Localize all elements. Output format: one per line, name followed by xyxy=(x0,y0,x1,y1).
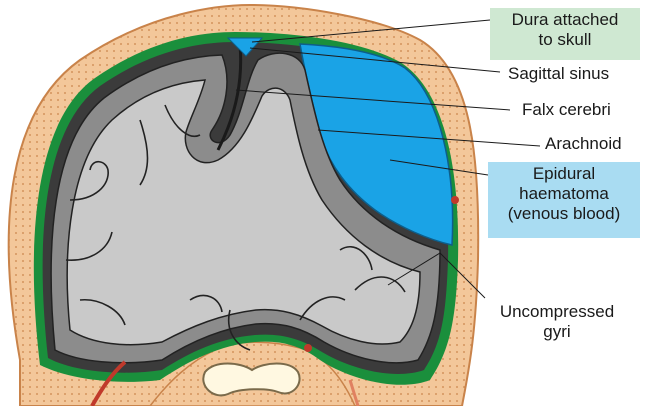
epidural-label-line1: Epidural xyxy=(488,164,640,184)
uncompressed-label-line2: gyri xyxy=(482,322,632,342)
sagittal-sinus-label: Sagittal sinus xyxy=(508,64,609,84)
epidural-label-line2: haematoma xyxy=(488,184,640,204)
vessel-dot xyxy=(304,344,312,352)
uncompressed-gyri-label: Uncompressed gyri xyxy=(482,302,632,342)
dura-label-line1: Dura attached xyxy=(490,10,640,30)
uncompressed-label-line1: Uncompressed xyxy=(482,302,632,322)
dura-label: Dura attached to skull xyxy=(490,10,640,50)
falx-cerebri-label: Falx cerebri xyxy=(522,100,611,120)
epidural-haematoma-label: Epidural haematoma (venous blood) xyxy=(488,164,640,224)
arachnoid-label: Arachnoid xyxy=(545,134,622,154)
dura-label-line2: to skull xyxy=(490,30,640,50)
epidural-label-line3: (venous blood) xyxy=(488,204,640,224)
vessel-dot xyxy=(451,196,459,204)
